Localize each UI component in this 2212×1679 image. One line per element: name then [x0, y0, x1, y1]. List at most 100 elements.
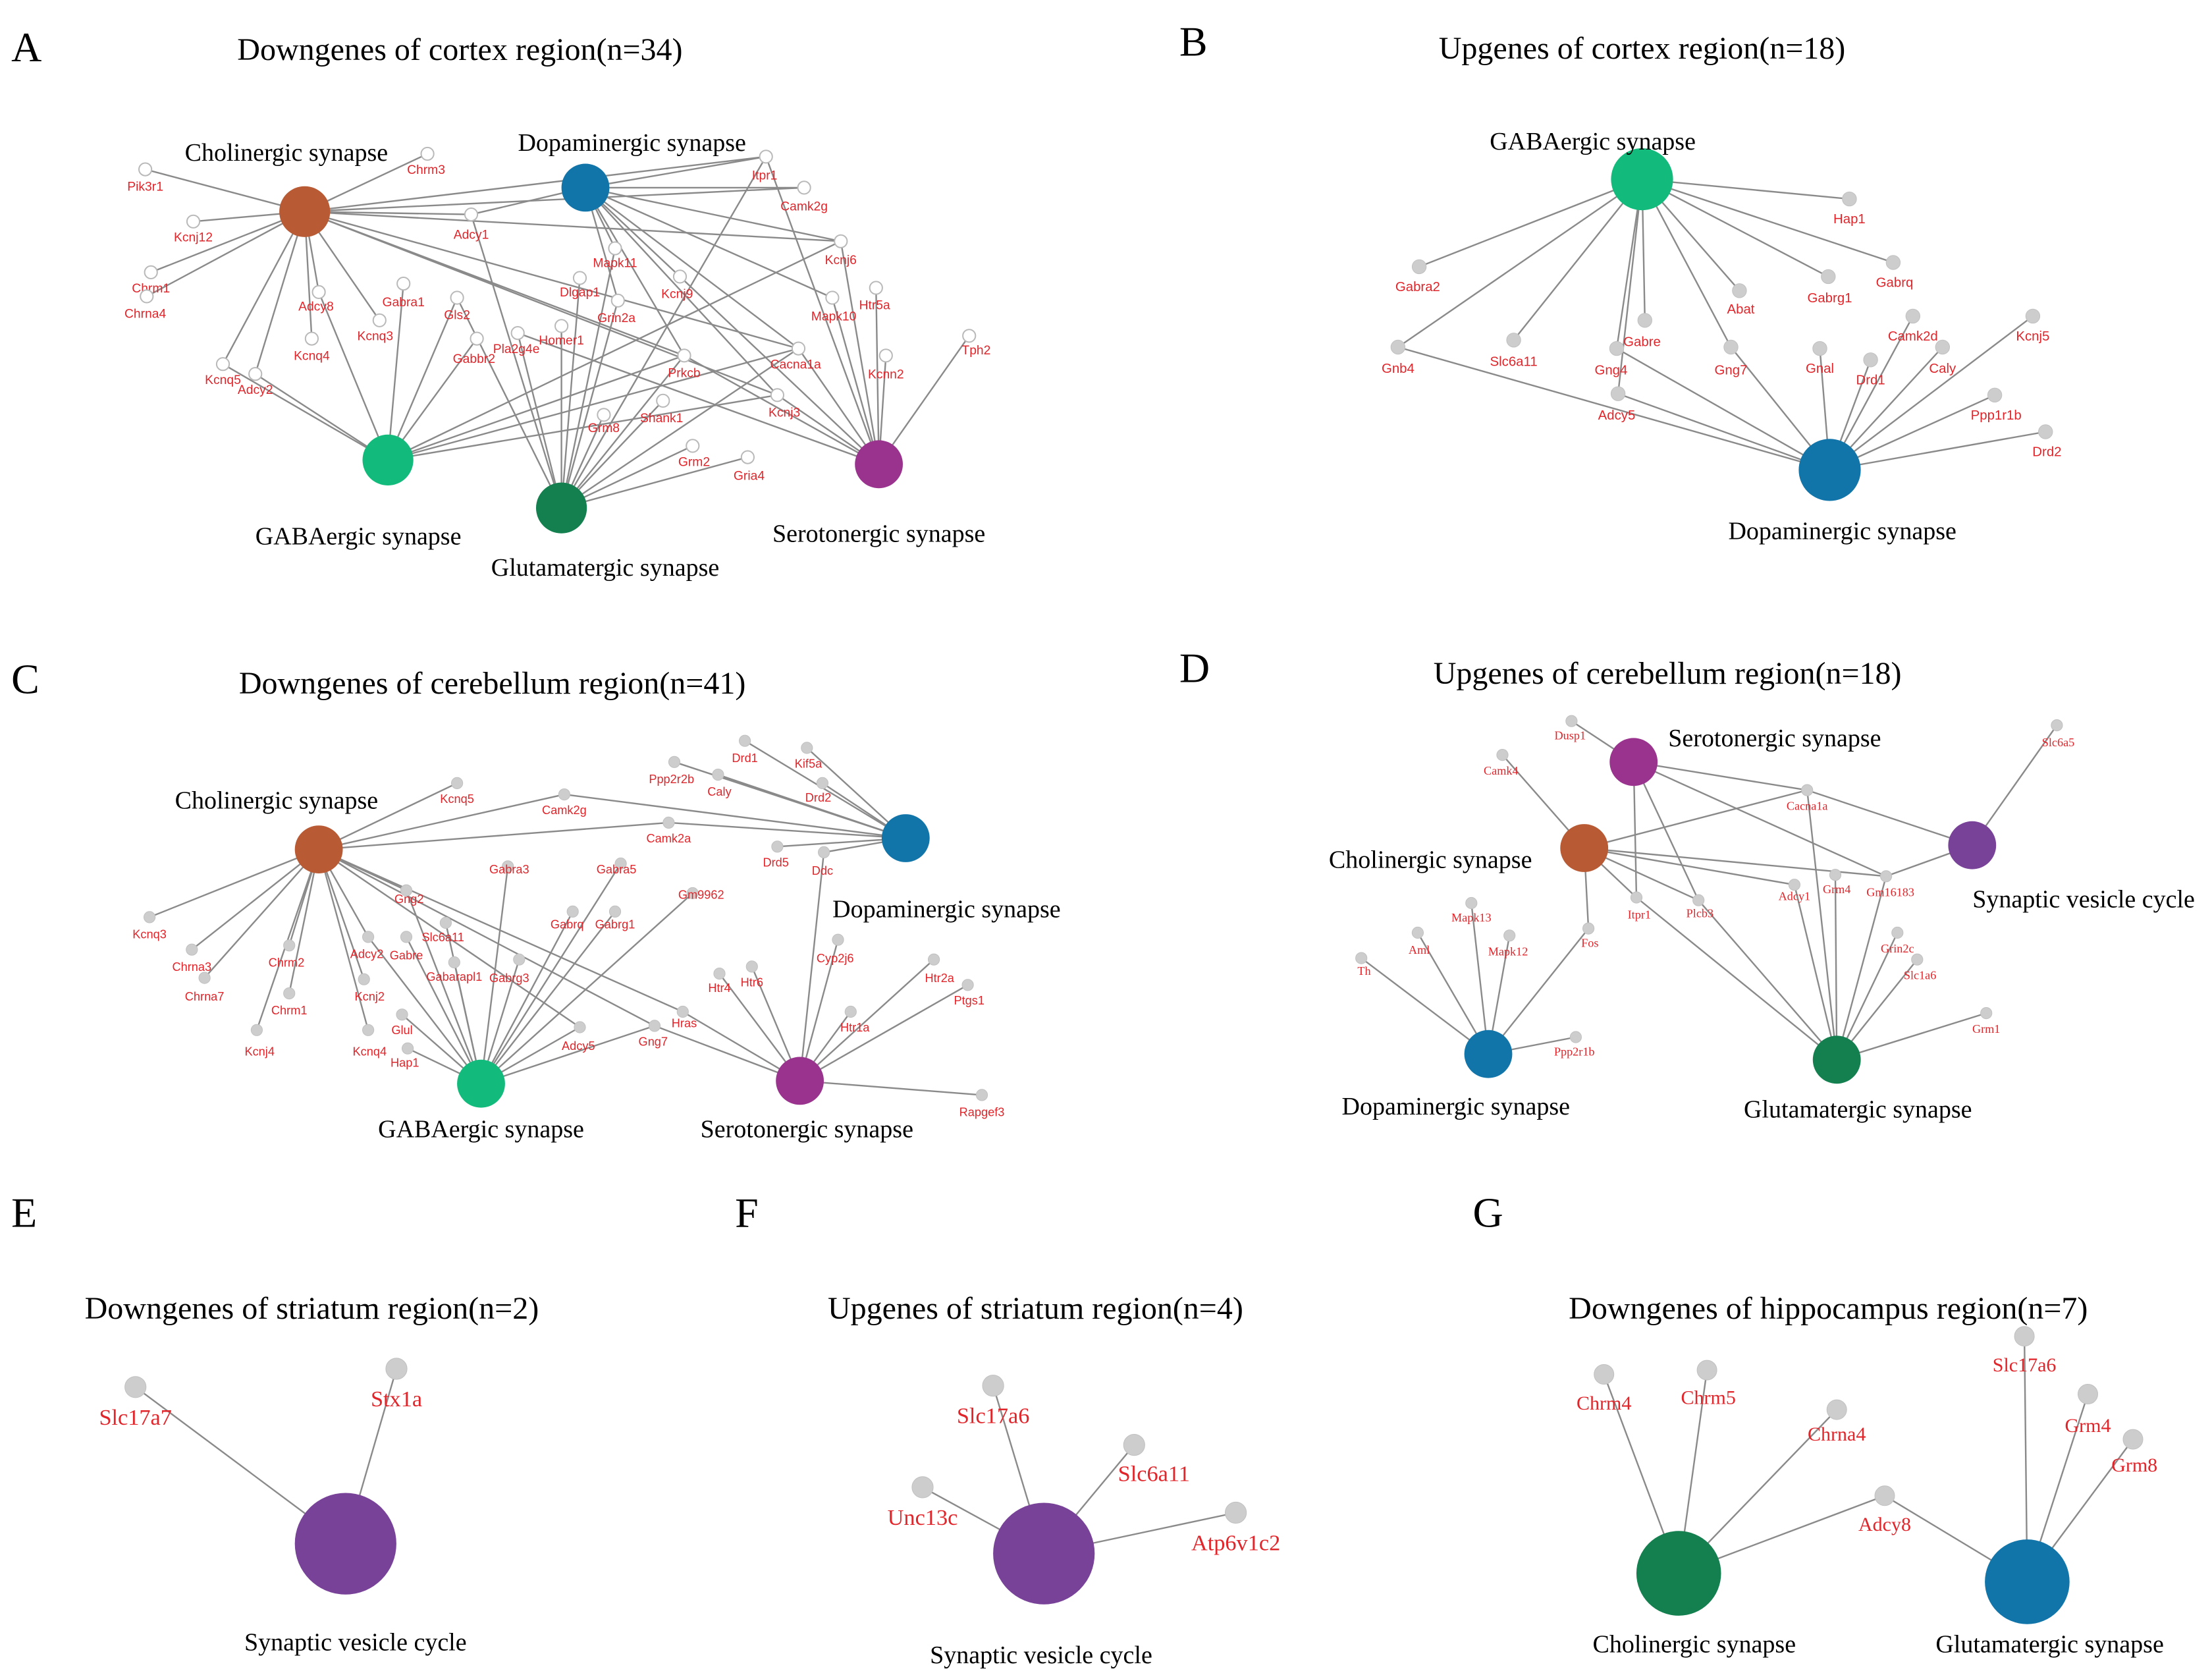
gene-node[interactable]	[144, 911, 156, 923]
gene-node[interactable]	[1692, 894, 1705, 906]
gene-node[interactable]	[215, 357, 230, 372]
gene-node[interactable]	[1411, 926, 1424, 939]
gene-node[interactable]	[961, 979, 974, 991]
gene-node[interactable]	[1829, 869, 1842, 881]
gene-node[interactable]	[372, 313, 387, 327]
hub-node-sero[interactable]	[1609, 738, 1658, 786]
gene-node[interactable]	[558, 788, 571, 801]
gene-node[interactable]	[250, 1024, 263, 1036]
gene-node[interactable]	[1935, 339, 1951, 355]
gene-node[interactable]	[2122, 1429, 2144, 1450]
gene-node[interactable]	[1696, 1360, 1717, 1381]
hub-node-gaba[interactable]	[457, 1059, 505, 1108]
gene-node[interactable]	[420, 146, 435, 161]
hub-node-glut[interactable]	[536, 482, 587, 534]
gene-node[interactable]	[1506, 333, 1521, 348]
gene-node[interactable]	[1465, 896, 1478, 910]
gene-node[interactable]	[2025, 308, 2041, 324]
hub-node-chol[interactable]	[1636, 1531, 1721, 1616]
gene-node[interactable]	[1582, 922, 1595, 935]
gene-node[interactable]	[878, 348, 893, 363]
gene-node[interactable]	[962, 329, 977, 343]
gene-node[interactable]	[186, 943, 198, 956]
gene-node[interactable]	[572, 271, 587, 285]
gene-node[interactable]	[1880, 870, 1893, 883]
hub-node-dopa[interactable]	[1464, 1030, 1513, 1078]
gene-node[interactable]	[1411, 259, 1427, 275]
gene-node[interactable]	[1911, 953, 1924, 966]
gene-node[interactable]	[1987, 387, 2003, 402]
gene-node[interactable]	[759, 150, 773, 164]
gene-node[interactable]	[797, 180, 811, 195]
gene-node[interactable]	[186, 214, 201, 229]
gene-node[interactable]	[1812, 341, 1827, 356]
gene-node[interactable]	[713, 968, 726, 980]
gene-node[interactable]	[2038, 424, 2053, 439]
gene-node[interactable]	[2078, 1384, 2098, 1404]
gene-node[interactable]	[396, 1008, 408, 1021]
gene-node[interactable]	[248, 367, 263, 381]
gene-node[interactable]	[608, 905, 622, 918]
gene-node[interactable]	[574, 1021, 586, 1033]
gene-node[interactable]	[818, 846, 830, 859]
gene-node[interactable]	[1496, 749, 1509, 761]
gene-node[interactable]	[311, 285, 326, 299]
hub-node-sero[interactable]	[855, 440, 903, 489]
gene-node[interactable]	[816, 777, 829, 790]
gene-node[interactable]	[982, 1375, 1004, 1397]
gene-node[interactable]	[1885, 255, 1901, 270]
gene-node[interactable]	[1123, 1434, 1145, 1456]
gene-node[interactable]	[510, 326, 525, 341]
gene-node[interactable]	[791, 341, 806, 356]
gene-node[interactable]	[385, 1358, 408, 1380]
hub-node-chol[interactable]	[1560, 824, 1609, 872]
gene-node[interactable]	[928, 953, 940, 966]
gene-node[interactable]	[144, 265, 158, 279]
gene-node[interactable]	[124, 1376, 147, 1398]
gene-node[interactable]	[1569, 1031, 1582, 1043]
gene-node[interactable]	[2014, 1326, 2035, 1347]
gene-node[interactable]	[614, 857, 627, 870]
gene-node[interactable]	[1863, 352, 1878, 368]
gene-node[interactable]	[712, 769, 724, 781]
gene-node[interactable]	[668, 756, 681, 768]
gene-node[interactable]	[801, 742, 813, 754]
gene-node[interactable]	[1788, 879, 1800, 891]
gene-node[interactable]	[1874, 1485, 1895, 1506]
gene-node[interactable]	[448, 956, 460, 969]
gene-node[interactable]	[396, 277, 411, 291]
gene-node[interactable]	[304, 331, 319, 346]
gene-node[interactable]	[1905, 308, 1921, 324]
gene-node[interactable]	[502, 860, 514, 873]
gene-node[interactable]	[745, 960, 758, 973]
gene-node[interactable]	[825, 290, 840, 305]
gene-node[interactable]	[1723, 339, 1739, 355]
hub-node-svc[interactable]	[1948, 821, 1997, 869]
gene-node[interactable]	[770, 388, 785, 402]
gene-node[interactable]	[672, 269, 688, 284]
gene-node[interactable]	[1225, 1501, 1247, 1524]
gene-node[interactable]	[1637, 313, 1653, 328]
gene-node[interactable]	[362, 1024, 375, 1036]
gene-node[interactable]	[610, 293, 625, 308]
gene-node[interactable]	[138, 162, 153, 177]
gene-node[interactable]	[402, 1042, 414, 1055]
gene-node[interactable]	[771, 840, 784, 853]
hub-node-chol[interactable]	[279, 186, 331, 237]
gene-node[interactable]	[1503, 929, 1516, 942]
gene-node[interactable]	[834, 234, 848, 248]
gene-node[interactable]	[283, 987, 296, 1000]
gene-node[interactable]	[1980, 1007, 1993, 1020]
gene-node[interactable]	[686, 439, 700, 453]
gene-node[interactable]	[869, 281, 883, 295]
gene-node[interactable]	[648, 1020, 661, 1032]
gene-node[interactable]	[686, 887, 699, 900]
gene-node[interactable]	[198, 972, 211, 984]
gene-node[interactable]	[358, 973, 370, 985]
gene-node[interactable]	[1826, 1399, 1847, 1420]
gene-node[interactable]	[451, 777, 464, 790]
gene-node[interactable]	[362, 931, 375, 943]
gene-node[interactable]	[140, 289, 154, 304]
gene-node[interactable]	[656, 393, 670, 408]
hub-node-gaba[interactable]	[362, 434, 414, 486]
